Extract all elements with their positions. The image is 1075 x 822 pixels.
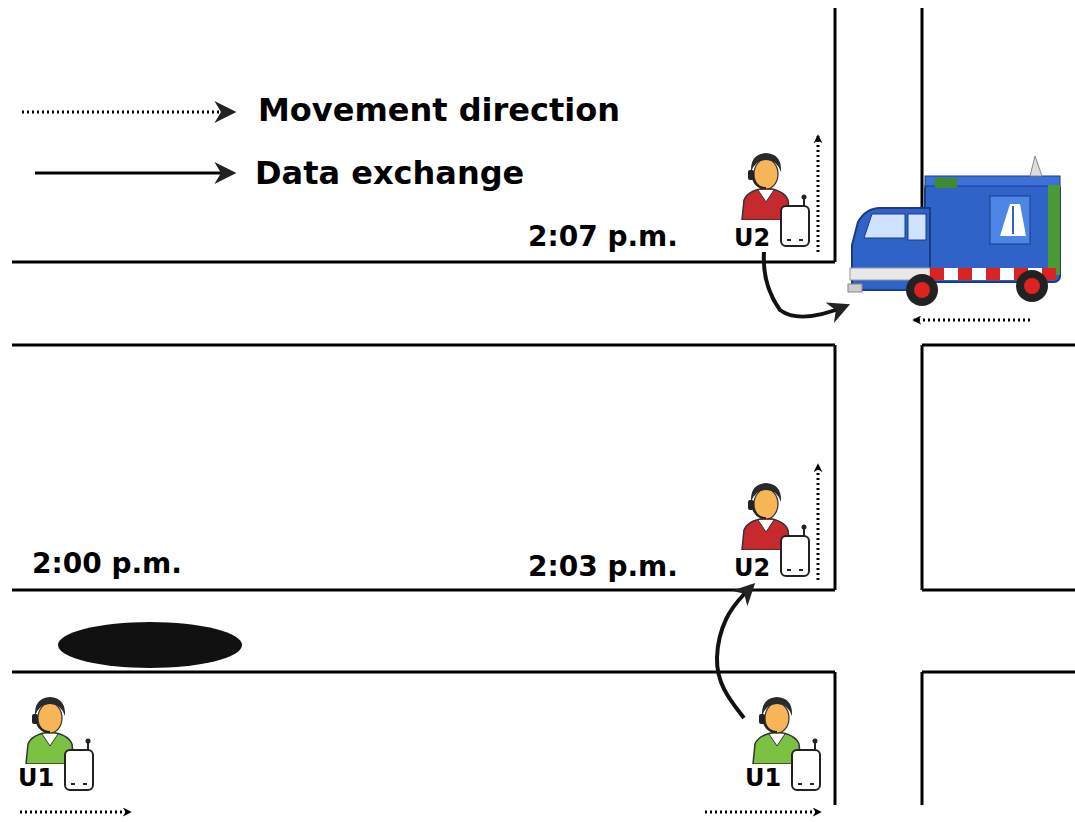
- time-label: 2:03 p.m.: [528, 553, 678, 581]
- street-lines: [12, 8, 1075, 805]
- data-exchange-arrow: [717, 586, 752, 718]
- time-label: 2:00 p.m.: [32, 550, 182, 578]
- time-label: 2:07 p.m.: [528, 223, 678, 251]
- user-icons: [26, 153, 820, 790]
- user-figure: U1: [16, 692, 98, 792]
- movement-arrows: [20, 112, 1030, 812]
- user-label: U1: [18, 766, 54, 790]
- user-label: U2: [734, 556, 770, 580]
- user-figure: U1: [743, 692, 825, 792]
- road-service-truck: [848, 156, 1060, 306]
- data-exchange-sample: [35, 172, 232, 175]
- legend-text: Data exchange: [255, 157, 524, 189]
- user-label: U2: [734, 226, 770, 250]
- user-label: U1: [745, 766, 781, 790]
- legend-text: Movement direction: [258, 94, 620, 126]
- road-hazard: [58, 622, 242, 668]
- user-figure: U2: [732, 148, 812, 252]
- data-exchange-arrow: [764, 252, 846, 317]
- user-figure: U2: [732, 478, 812, 582]
